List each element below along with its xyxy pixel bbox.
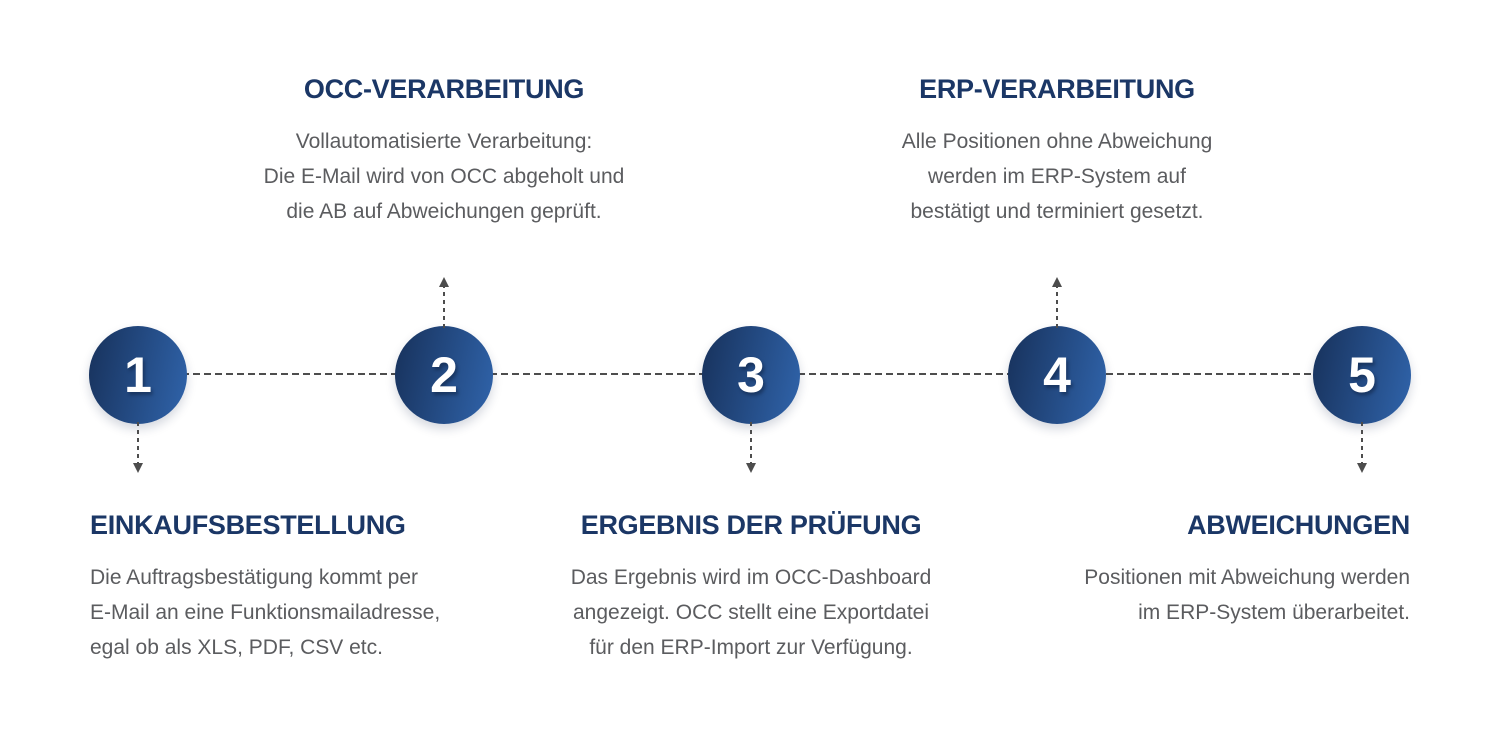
dashed-arrow-down-icon bbox=[133, 422, 143, 473]
step-5-description: Positionen mit Abweichung werden im ERP-… bbox=[1084, 566, 1410, 624]
step-3-circle: 3 bbox=[702, 326, 800, 424]
step-4-description: Alle Positionen ohne Abweichung werden i… bbox=[901, 130, 1213, 223]
step-2-label: OCC-VERARBEITUNG Vollautomatisierte Vera… bbox=[224, 73, 664, 229]
step-2-circle: 2 bbox=[395, 326, 493, 424]
step-3-number: 3 bbox=[737, 347, 765, 403]
dashed-arrow-down-icon bbox=[746, 422, 756, 473]
step-3-description: Das Ergebnis wird im OCC-Dashboard angez… bbox=[570, 566, 932, 659]
step-5-number: 5 bbox=[1348, 347, 1376, 403]
dashed-arrow-up-icon bbox=[1052, 277, 1062, 328]
step-2-number: 2 bbox=[430, 347, 458, 403]
step-1-label: EINKAUFSBESTELLUNG Die Auftragsbestätigu… bbox=[90, 509, 530, 665]
step-3-label: ERGEBNIS DER PRÜFUNG Das Ergebnis wird i… bbox=[531, 509, 971, 665]
dashed-arrow-down-icon bbox=[1357, 422, 1367, 473]
step-4-number: 4 bbox=[1043, 347, 1071, 403]
dashed-arrow-up-icon bbox=[439, 277, 449, 328]
step-4-label: ERP-VERARBEITUNG Alle Positionen ohne Ab… bbox=[837, 73, 1277, 229]
step-1-description: Die Auftragsbestätigung kommt per E-Mail… bbox=[90, 566, 441, 659]
step-2-description: Vollautomatisierte Verarbeitung: Die E-M… bbox=[263, 130, 625, 223]
step-3-title: ERGEBNIS DER PRÜFUNG bbox=[580, 510, 922, 540]
step-1-circle: 1 bbox=[89, 326, 187, 424]
step-4-title: ERP-VERARBEITUNG bbox=[919, 74, 1195, 104]
step-4-circle: 4 bbox=[1008, 326, 1106, 424]
step-1-title: EINKAUFSBESTELLUNG bbox=[90, 510, 406, 540]
step-5-title: ABWEICHUNGEN bbox=[1187, 510, 1410, 540]
step-5-label: ABWEICHUNGEN Positionen mit Abweichung w… bbox=[970, 509, 1410, 630]
step-5-circle: 5 bbox=[1313, 326, 1411, 424]
step-1-number: 1 bbox=[124, 347, 152, 403]
step-2-title: OCC-VERARBEITUNG bbox=[303, 74, 585, 104]
